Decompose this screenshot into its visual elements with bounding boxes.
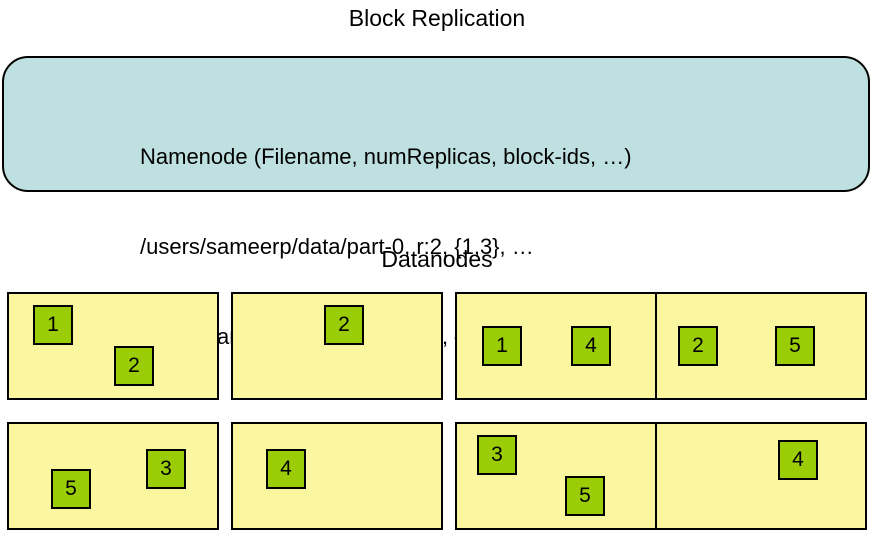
- block-square[interactable]: 1: [33, 305, 73, 345]
- block-square[interactable]: 2: [678, 326, 718, 366]
- namenode-box: Namenode (Filename, numReplicas, block-i…: [2, 56, 870, 349]
- namenode-line-schema: Namenode (Filename, numReplicas, block-i…: [140, 144, 632, 169]
- block-square[interactable]: 5: [51, 469, 91, 509]
- datanode-8[interactable]: 4: [655, 422, 867, 530]
- block-square[interactable]: 2: [324, 305, 364, 345]
- block-square[interactable]: 2: [114, 346, 154, 386]
- page-title: Block Replication: [348, 5, 526, 31]
- block-square[interactable]: 3: [146, 449, 186, 489]
- datanodes-label: Datanodes: [381, 246, 493, 272]
- block-square[interactable]: 1: [482, 326, 522, 366]
- datanode-6[interactable]: 4: [231, 422, 443, 530]
- block-square[interactable]: 4: [778, 440, 818, 480]
- block-square[interactable]: 4: [571, 326, 611, 366]
- block-square[interactable]: 5: [775, 326, 815, 366]
- block-square[interactable]: 5: [565, 476, 605, 516]
- datanode-2[interactable]: 2: [231, 292, 443, 400]
- block-square[interactable]: 4: [266, 449, 306, 489]
- block-square[interactable]: 3: [477, 435, 517, 475]
- namenode-line-part-0: /users/sameerp/data/part-0, r:2, {1,3}, …: [140, 234, 534, 259]
